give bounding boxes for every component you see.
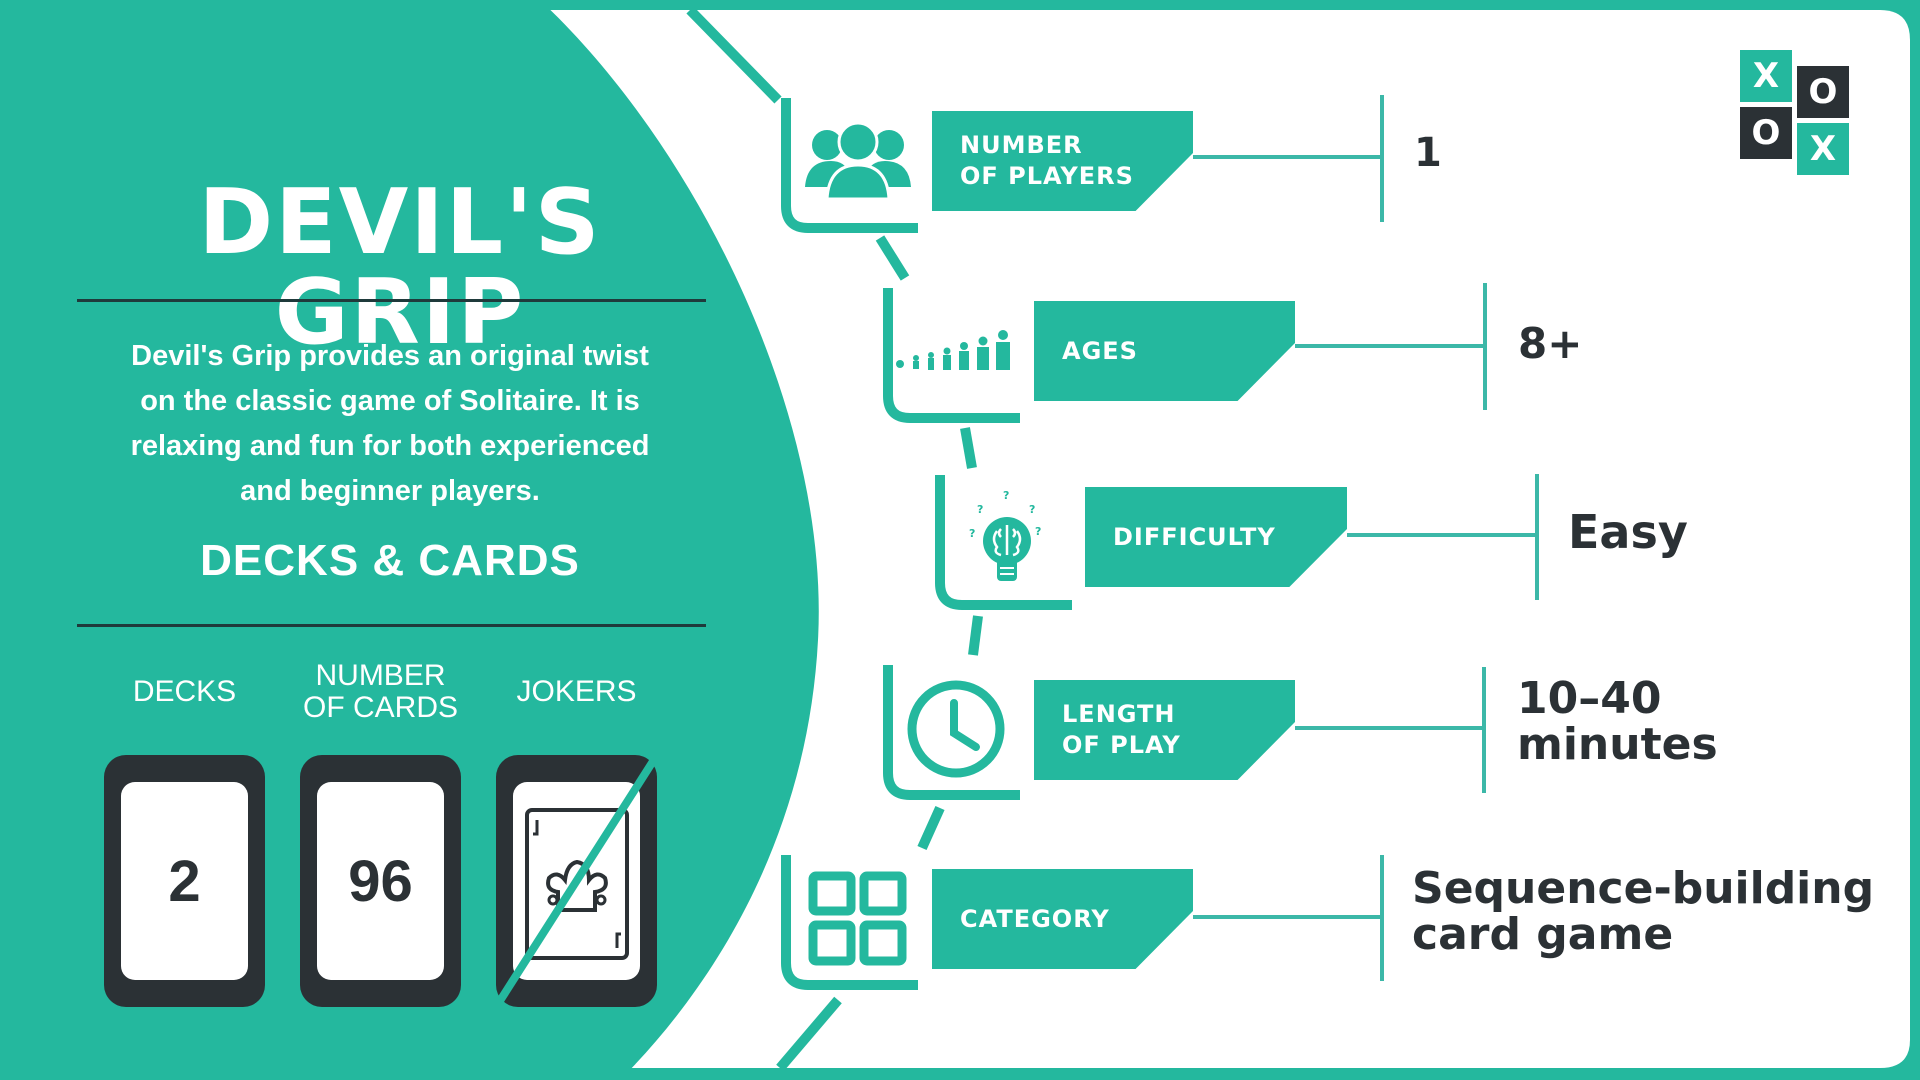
category-divider bbox=[1380, 855, 1384, 981]
number-of-cards-label: NUMBER OF CARDS bbox=[302, 659, 458, 724]
logo-cell-o: O bbox=[1740, 107, 1792, 159]
category-value: Sequence-building card game bbox=[1412, 863, 1875, 961]
xo-logo: X O O X bbox=[1740, 50, 1855, 178]
length-icon-box bbox=[880, 665, 1020, 803]
card-face: 2 bbox=[121, 782, 248, 980]
svg-text:?: ? bbox=[1029, 503, 1035, 516]
ages-connector bbox=[1295, 344, 1483, 348]
players-value: 1 bbox=[1414, 130, 1442, 176]
category-grid-icon bbox=[808, 871, 907, 966]
description-line: and beginner players. bbox=[240, 475, 540, 507]
age-growth-icon bbox=[896, 330, 1010, 370]
description-line: on the classic game of Solitaire. It is bbox=[140, 385, 640, 417]
length-divider bbox=[1482, 667, 1486, 793]
players-connector bbox=[1193, 155, 1380, 159]
card-face: 96 bbox=[317, 782, 444, 980]
length-connector bbox=[1295, 726, 1482, 730]
difficulty-value: Easy bbox=[1568, 505, 1688, 559]
svg-text:?: ? bbox=[969, 527, 975, 540]
number-of-cards-card: 96 bbox=[300, 755, 461, 1007]
description-line: Devil's Grip provides an original twist bbox=[131, 340, 649, 372]
players-label-banner: NUMBER OF PLAYERS bbox=[932, 111, 1193, 211]
ages-label-banner: AGES bbox=[1034, 301, 1295, 401]
decks-divider bbox=[77, 624, 706, 627]
lightbulb-brain-icon: ????? bbox=[969, 489, 1041, 581]
logo-cell-x: X bbox=[1797, 123, 1849, 175]
strike-through-line bbox=[496, 755, 657, 1007]
game-description: Devil's Grip provides an original twist … bbox=[70, 334, 710, 514]
clock-icon bbox=[907, 680, 1005, 778]
ages-value: 8+ bbox=[1518, 319, 1583, 368]
difficulty-label-banner: DIFFICULTY bbox=[1085, 487, 1347, 587]
category-icon-box bbox=[778, 855, 918, 993]
players-group-icon bbox=[805, 123, 911, 199]
decks-label: DECKS bbox=[132, 675, 237, 708]
players-divider bbox=[1380, 95, 1384, 222]
players-icon-box bbox=[778, 98, 918, 236]
decks-value: 2 bbox=[168, 848, 201, 914]
logo-cell-x: X bbox=[1740, 50, 1792, 102]
category-label-banner: CATEGORY bbox=[932, 869, 1193, 969]
length-label-banner: LENGTH OF PLAY bbox=[1034, 680, 1295, 780]
difficulty-connector bbox=[1347, 533, 1535, 537]
jokers-label: JOKERS bbox=[516, 675, 637, 708]
ages-icon-box bbox=[880, 288, 1020, 426]
description-line: relaxing and fun for both experienced bbox=[130, 430, 650, 462]
length-value: 10–40 minutes bbox=[1517, 673, 1718, 771]
title-divider bbox=[77, 299, 706, 302]
decks-cards-heading: DECKS & CARDS bbox=[200, 536, 580, 585]
category-connector bbox=[1193, 915, 1380, 919]
svg-text:?: ? bbox=[1003, 489, 1009, 502]
svg-text:?: ? bbox=[1035, 525, 1041, 538]
jokers-card bbox=[496, 755, 657, 1007]
decks-card: 2 bbox=[104, 755, 265, 1007]
joker-card-crossed-out-icon bbox=[525, 808, 629, 960]
svg-text:?: ? bbox=[977, 503, 983, 516]
difficulty-icon-box: ????? bbox=[932, 475, 1072, 613]
page-title: DEVIL'S GRIP bbox=[198, 170, 602, 365]
logo-cell-o: O bbox=[1797, 66, 1849, 118]
difficulty-divider bbox=[1535, 474, 1539, 600]
ages-divider bbox=[1483, 283, 1487, 410]
number-of-cards-value: 96 bbox=[348, 848, 413, 914]
